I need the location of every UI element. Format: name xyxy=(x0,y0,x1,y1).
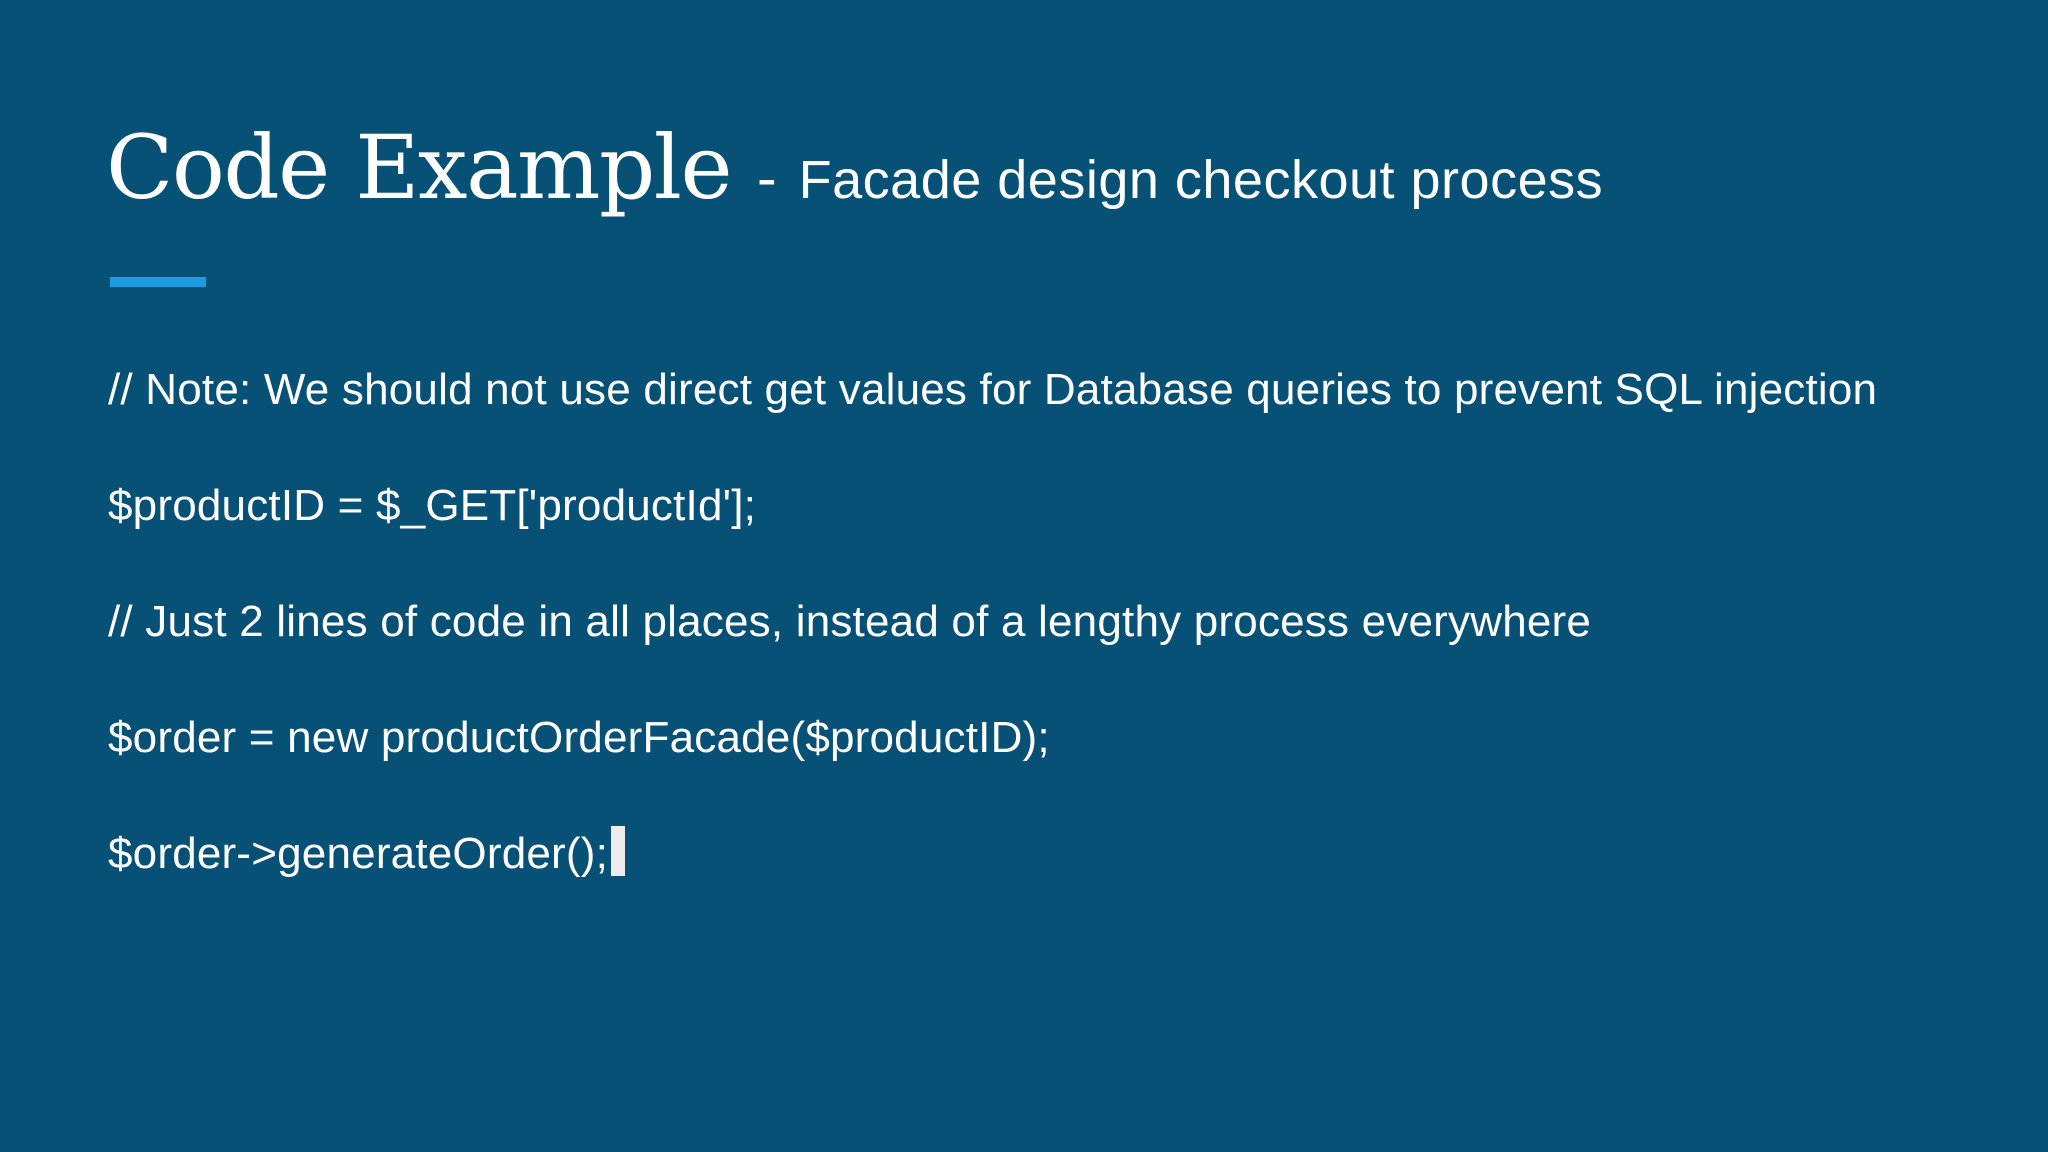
code-line-generate-order: $order->generateOrder(); xyxy=(108,819,1988,889)
code-line-productid: $productID = $_GET['productId']; xyxy=(108,481,757,530)
title-accent-bar xyxy=(110,277,206,287)
text-cursor xyxy=(611,826,626,876)
slide-header: Code Example - Facade design checkout pr… xyxy=(106,116,1604,219)
slide-title: Code Example xyxy=(106,116,733,219)
code-line-comment-sql: // Note: We should not use direct get va… xyxy=(108,365,1878,414)
code-line-comment-two-lines: // Just 2 lines of code in all places, i… xyxy=(108,597,1592,646)
code-block: // Note: We should not use direct get va… xyxy=(108,355,1988,935)
title-separator: - xyxy=(757,144,777,212)
code-line-order-facade: $order = new productOrderFacade($product… xyxy=(108,713,1050,762)
slide-subtitle: Facade design checkout process xyxy=(798,150,1604,210)
code-line-generate-order-text: $order->generateOrder(); xyxy=(108,829,609,878)
